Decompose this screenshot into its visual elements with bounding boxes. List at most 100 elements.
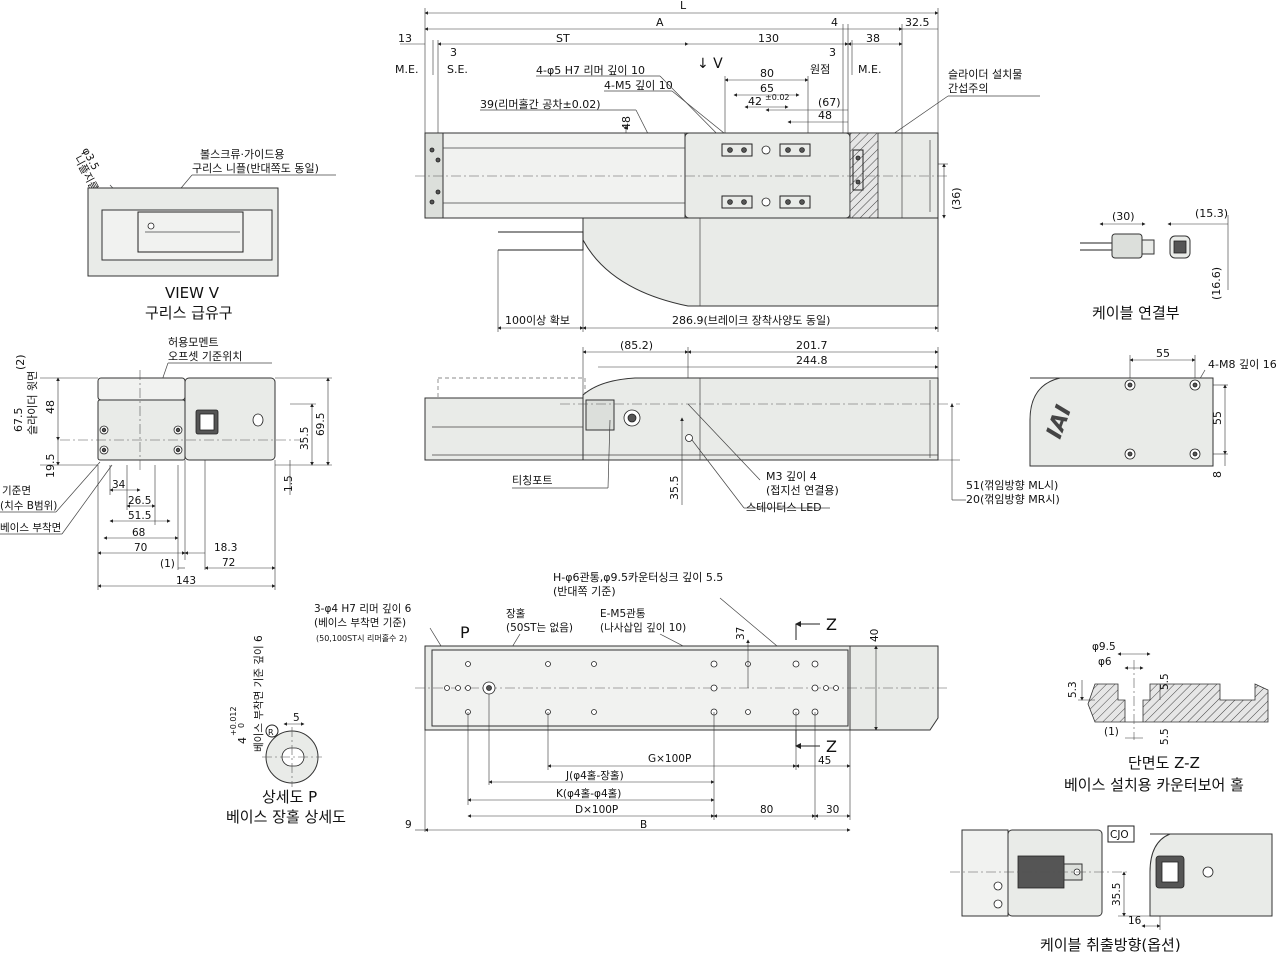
dim-72: 72 <box>222 557 235 569</box>
label-detail-depth: 베이스 부착면 기준 깊이 6 <box>253 635 265 752</box>
label-39: 39(리머홀간 공차±0.02) <box>480 98 601 111</box>
label-h-hole-1: H-φ6관통,φ9.5카운터싱크 깊이 5.5 <box>553 571 723 584</box>
dim-286-9: 286.9(브레이크 장착사양도 동일) <box>672 313 830 327</box>
dim-55-vert: 55 <box>1211 411 1224 425</box>
dim-d-pitch: D×100P <box>575 804 618 816</box>
view-v-grease: 볼스크류·가이드용 구리스 니플(반대쪽도 동일) φ3.5 니플지름 <box>71 146 336 277</box>
end-view-left: 허용모멘트 오프셋 기준위치 (2) 67.5 슬라이더 윗면 48 19.5 … <box>0 336 332 590</box>
dim-3b: 3 <box>829 46 836 59</box>
caption-section-2: 베이스 설치용 카운터보어 홀 <box>1064 776 1244 794</box>
caption-detail-p-2: 베이스 장홀 상세도 <box>226 808 346 826</box>
cable-direction-view: CJO 35.5 16 <box>950 825 1273 930</box>
dim-g-pitch: G×100P <box>648 753 691 765</box>
label-me-1: M.E. <box>395 63 418 76</box>
dim-67-5: 67.5 <box>12 408 25 433</box>
side-view: (85.2) 201.7 244.8 티칭포트 35.5 M3 깊이 4 (접지… <box>424 339 1060 514</box>
label-p-marker: P <box>460 623 470 642</box>
dim-65: 65 <box>760 82 774 95</box>
caption-view-v: VIEW V <box>165 284 220 302</box>
label-slot-1: 장홀 <box>506 607 526 620</box>
label-reamer-4-3: (50,100ST시 리머홀수 2) <box>316 633 407 643</box>
label-slot-2: (50ST는 없음) <box>506 621 573 634</box>
section-profile <box>1087 683 1269 723</box>
dim-16: 16 <box>1128 915 1142 927</box>
dim-detail-5: 5 <box>293 712 300 724</box>
label-z-2: Z <box>826 737 837 756</box>
dim-detail-r: R <box>268 728 274 737</box>
interference-zone <box>849 132 879 219</box>
dim-9: 9 <box>405 819 412 831</box>
dim-k: K(φ4홀-φ4홀) <box>556 787 621 800</box>
dim-48-vert: 48 <box>620 116 633 130</box>
actuator-body-side <box>424 397 586 461</box>
dim-ST: ST <box>556 32 570 45</box>
dim-26-5: 26.5 <box>128 495 151 507</box>
label-ml: 51(꺾임방향 ML시) <box>966 479 1058 492</box>
label-cjo: CJO <box>1110 829 1129 841</box>
label-moment-1: 허용모멘트 <box>168 336 219 349</box>
dim-48-left: 48 <box>44 400 57 414</box>
label-moment-2: 오프셋 기준위치 <box>168 350 242 363</box>
top-view: L A 4 32.5 13 ST 130 38 3 3 M.E. S.E. 원점… <box>395 0 1040 332</box>
dim-5-5-a: 5.5 <box>1159 673 1171 690</box>
dim-1-5: 1.5 <box>283 475 295 492</box>
label-m8: 4-M8 깊이 16 <box>1208 358 1277 371</box>
label-origin: 원점 <box>810 63 830 76</box>
label-reamer-4-2: (베이스 부착면 기준) <box>314 617 406 629</box>
label-grease-2: 구리스 니플(반대쪽도 동일) <box>192 161 319 175</box>
label-teaching-port: 티칭포트 <box>512 474 552 487</box>
dim-3a: 3 <box>450 46 457 59</box>
label-base-mount: 베이스 부착면 <box>0 522 61 534</box>
dim-34: 34 <box>112 479 126 491</box>
label-reamer-5: 4-φ5 H7 리머 깊이 10 <box>536 64 645 77</box>
caption-cable-connection: 케이블 연결부 <box>1092 304 1180 322</box>
dim-phi-6: φ6 <box>1098 656 1112 668</box>
dim-37: 37 <box>735 627 747 640</box>
dim-phi-9-5: φ9.5 <box>1092 641 1116 653</box>
label-em5-2: (나사삽입 깊이 10) <box>600 621 686 634</box>
motor-end-body <box>1029 377 1214 467</box>
caption-cable-direction: 케이블 취출방향(옵션) <box>1040 936 1181 954</box>
motor-unit-top <box>582 217 939 307</box>
end-view-motor: 55 4-M8 깊이 16 IAI 55 8 <box>1029 347 1277 478</box>
label-me-2: M.E. <box>858 63 881 76</box>
label-detail-tol0: 0 <box>237 723 246 728</box>
dim-c15-3: (15.3) <box>1195 207 1228 220</box>
dim-4: 4 <box>831 16 838 29</box>
bottom-view: H-φ6관통,φ9.5카운터싱크 깊이 5.5 (반대쪽 기준) 3-φ4 H7… <box>314 571 950 832</box>
label-slider-top: 슬라이더 윗면 <box>26 371 39 435</box>
dim-1-section: (1) <box>1104 726 1119 738</box>
left-end-body <box>97 399 186 461</box>
label-base-ref-1: 기준면 <box>2 485 31 497</box>
label-slider-warning-2: 간섭주의 <box>948 82 988 95</box>
dim-30: 30 <box>826 804 839 816</box>
dim-51-5: 51.5 <box>128 510 151 522</box>
label-status-led: 스테이터스 LED <box>746 501 822 514</box>
label-se: S.E. <box>447 63 468 76</box>
dim-1-left: (1) <box>160 558 175 570</box>
dim-80-bottom: 80 <box>760 804 773 816</box>
dim-55-end: 55 <box>1156 347 1170 360</box>
detail-p: 베이스 부착면 기준 깊이 6 4 +0.012 0 5 R <box>229 635 322 787</box>
dim-69-5: 69.5 <box>315 413 327 436</box>
caption-detail-p-1: 상세도 P <box>262 788 317 806</box>
dim-40: 40 <box>869 629 881 642</box>
caption-section-1: 단면도 Z-Z <box>1128 754 1200 772</box>
dim-48-top: 48 <box>818 109 832 122</box>
dim-68: 68 <box>132 527 145 539</box>
label-detail-tol: +0.012 <box>229 706 238 736</box>
label-m3-1: M3 깊이 4 <box>766 470 817 483</box>
label-reamer-4-1: 3-φ4 H7 리머 깊이 6 <box>314 603 412 615</box>
dim-42: 42 <box>748 95 762 108</box>
dim-67: (67) <box>818 96 841 109</box>
dim-45: 45 <box>818 755 831 767</box>
dim-13: 13 <box>398 32 412 45</box>
dim-38: 38 <box>866 32 880 45</box>
caption-grease: 구리스 급유구 <box>145 304 233 322</box>
label-m5: 4-M5 깊이 10 <box>604 79 673 92</box>
dim-c16-6: (16.6) <box>1210 267 1223 300</box>
label-mr: 20(꺾임방향 MR시) <box>966 493 1060 506</box>
dim-35-5-left: 35.5 <box>299 427 311 450</box>
dim-8: 8 <box>1211 471 1224 478</box>
